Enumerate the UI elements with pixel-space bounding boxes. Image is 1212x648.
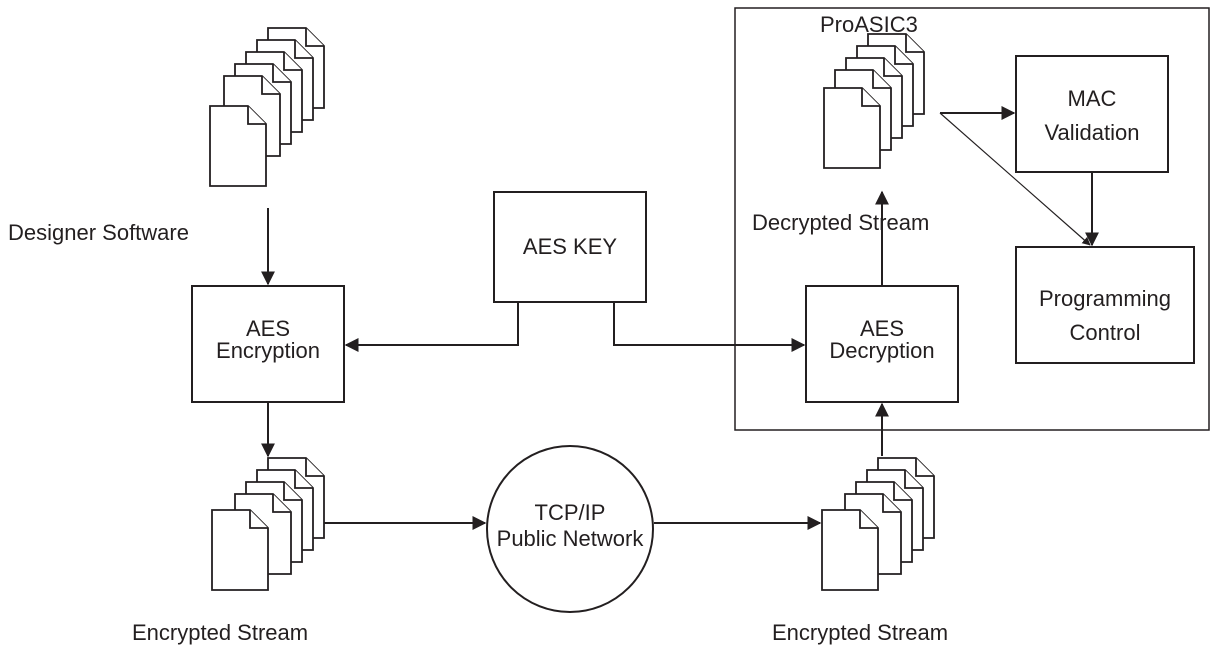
arrow-decrypted-to-programming [939, 112, 1091, 246]
encrypted-stream-right-label: Encrypted Stream [772, 620, 948, 645]
decrypted-stream-document-stack [823, 33, 925, 169]
tcp-ip-network-circle [486, 445, 654, 613]
mac-validation-label-line2: Validation [1045, 120, 1140, 145]
aes-decryption-box [805, 285, 959, 403]
aes-encryption-box [191, 285, 345, 403]
decrypted-stream-label: Decrypted Stream [752, 210, 929, 235]
aes-key-label: AES KEY [523, 234, 617, 259]
aes-encryption-label-line2: Encryption [216, 338, 320, 363]
mac-validation-box [1015, 55, 1169, 173]
encrypted-stream-left-label: Encrypted Stream [132, 620, 308, 645]
arrow-key-to-decryption [613, 302, 806, 352]
tcp-ip-label-line2: Public Network [497, 526, 645, 551]
arrow-key-to-encryption [344, 302, 519, 352]
programming-control-box [1015, 246, 1195, 364]
aes-decryption-label-line2: Decryption [829, 338, 934, 363]
aes-decryption-label-line1: AES [860, 316, 904, 341]
designer-software-document-stack [209, 27, 325, 187]
encrypted-stream-left-document-stack [211, 457, 325, 591]
proasic3-label: ProASIC3 [820, 12, 918, 37]
encrypted-stream-right-document-stack [821, 457, 935, 591]
programming-control-label-line1: Programming [1039, 286, 1171, 311]
aes-encryption-label-line1: AES [246, 316, 290, 341]
programming-control-label-line2: Control [1070, 320, 1141, 345]
aes-key-box [493, 191, 647, 303]
designer-software-label: Designer Software [8, 220, 189, 245]
proasic3-container [734, 7, 1210, 431]
tcp-ip-label-line1: TCP/IP [535, 500, 606, 525]
mac-validation-label-line1: MAC [1068, 86, 1117, 111]
